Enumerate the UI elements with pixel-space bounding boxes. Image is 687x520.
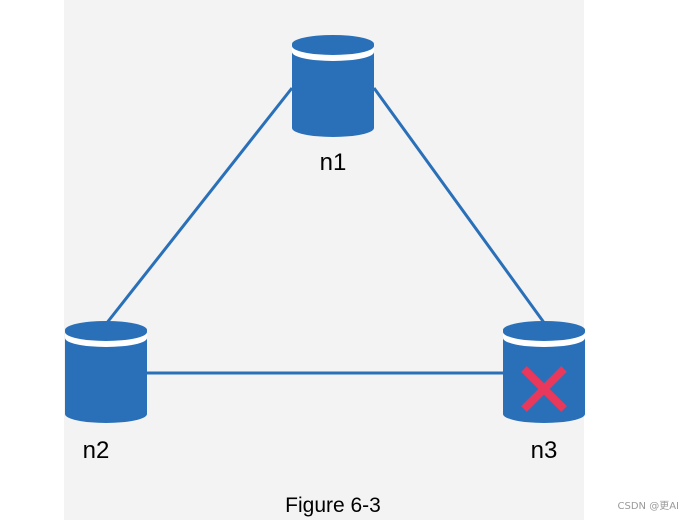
node-n3-label: n3	[531, 437, 558, 464]
edges-layer	[104, 87, 547, 375]
node-n1: n1	[292, 35, 374, 176]
edge-n1-n3	[372, 87, 547, 325]
edge-n1-n2	[104, 87, 294, 325]
database-icon	[65, 321, 147, 423]
database-icon	[503, 321, 585, 423]
node-n2-label: n2	[83, 437, 110, 464]
x-icon	[521, 366, 567, 412]
figure-caption: Figure 6-3	[285, 494, 381, 517]
database-icon	[292, 35, 374, 137]
node-n2: n2	[65, 321, 147, 464]
node-n1-label: n1	[320, 149, 347, 176]
watermark: CSDN @更AI	[617, 501, 679, 512]
node-n3: n3	[503, 321, 585, 464]
